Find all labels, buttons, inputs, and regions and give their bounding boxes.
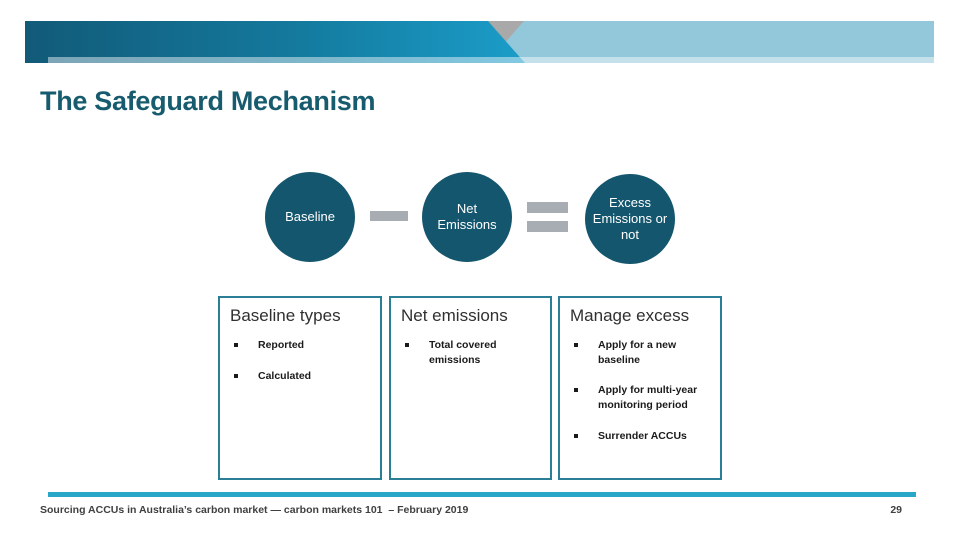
box-title: Baseline types <box>230 306 341 325</box>
bullet-list: Reported Calculated <box>230 338 372 383</box>
diagram-node-label: Excess Emissions or not <box>592 194 668 243</box>
bullet-icon <box>405 343 409 347</box>
bullet-icon <box>234 343 238 347</box>
footer-divider <box>48 492 916 497</box>
list-item: Total covered emissions <box>401 338 542 367</box>
box-manage-excess: Manage excess Apply for a new baseline A… <box>558 296 722 480</box>
diagram-node-label: Baseline <box>285 208 335 224</box>
box-title: Net emissions <box>401 306 508 325</box>
list-item: Reported <box>230 338 372 353</box>
equals-operator-icon <box>527 202 568 232</box>
footer-source-text: Sourcing ACCUs in Australia’s carbon mar… <box>40 504 469 516</box>
bullet-text: Reported <box>258 339 305 351</box>
bullet-list: Total covered emissions <box>401 338 542 367</box>
banner-gradient-band <box>25 21 525 63</box>
bullet-text: Calculated <box>258 369 312 382</box>
box-title: Manage excess <box>570 306 690 325</box>
bullet-icon <box>234 373 238 378</box>
diagram-node-baseline: Baseline <box>265 172 355 262</box>
header-banner <box>0 0 960 70</box>
bullet-icon <box>574 433 578 438</box>
slide-title: The Safeguard Mechanism <box>40 86 376 116</box>
list-item: Apply for a new baseline <box>570 338 712 367</box>
bullet-icon <box>574 343 578 347</box>
minus-operator-icon <box>370 211 408 221</box>
bullet-text: Surrender ACCUs <box>598 429 687 442</box>
bullet-list: Apply for a new baseline Apply for multi… <box>570 338 712 443</box>
banner-bottom-strip <box>48 57 934 63</box>
bullet-text: Apply for multi-year monitoring period <box>598 384 698 412</box>
list-item: Apply for multi-year monitoring period <box>570 383 712 412</box>
list-item: Surrender ACCUs <box>570 429 712 444</box>
page-number: 29 <box>890 504 902 516</box>
diagram-node-net-emissions: Net Emissions <box>422 172 512 262</box>
bullet-text: Total covered emissions <box>429 339 497 366</box>
diagram-node-excess-emissions: Excess Emissions or not <box>585 174 675 264</box>
bullet-text: Apply for a new baseline <box>598 339 677 366</box>
bullet-icon <box>574 388 578 393</box>
box-net-emissions: Net emissions Total covered emissions <box>389 296 552 480</box>
list-item: Calculated <box>230 369 372 384</box>
box-baseline-types: Baseline types Reported Calculated <box>218 296 382 480</box>
diagram-node-label: Net Emissions <box>437 200 497 232</box>
